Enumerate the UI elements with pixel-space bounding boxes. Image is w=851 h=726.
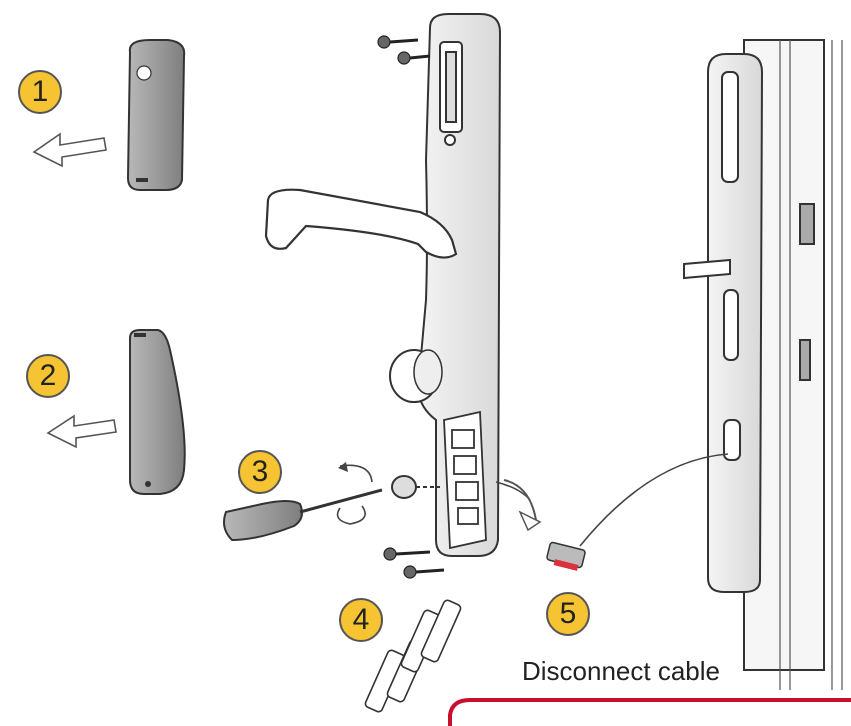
remove-arrow-2 xyxy=(46,414,117,449)
aa-batteries xyxy=(364,599,462,713)
remove-arrow-1 xyxy=(32,132,107,168)
door-frame-lines xyxy=(779,40,843,690)
battery-compartment xyxy=(443,410,487,550)
bottom-screws xyxy=(383,547,445,579)
door-lock-body xyxy=(707,39,825,671)
top-cover xyxy=(126,39,186,191)
step-3-badge: 3 xyxy=(238,450,282,494)
step-2-badge: 2 xyxy=(26,354,70,398)
bottom-cover xyxy=(129,329,186,495)
step-4-badge: 4 xyxy=(339,598,383,642)
top-screws xyxy=(377,35,431,65)
warning-box-border xyxy=(448,698,851,726)
disconnect-cable-caption: Disconnect cable xyxy=(522,656,720,686)
cover-screw xyxy=(391,475,440,499)
step-5-badge: 5 xyxy=(546,592,590,636)
screwdriver xyxy=(223,462,383,542)
cable xyxy=(495,453,729,547)
lever-handle xyxy=(264,188,458,259)
step-1-badge: 1 xyxy=(18,70,62,114)
thumb-turn-knob xyxy=(389,349,443,403)
spindle xyxy=(683,258,731,280)
connector-detail xyxy=(503,479,586,571)
